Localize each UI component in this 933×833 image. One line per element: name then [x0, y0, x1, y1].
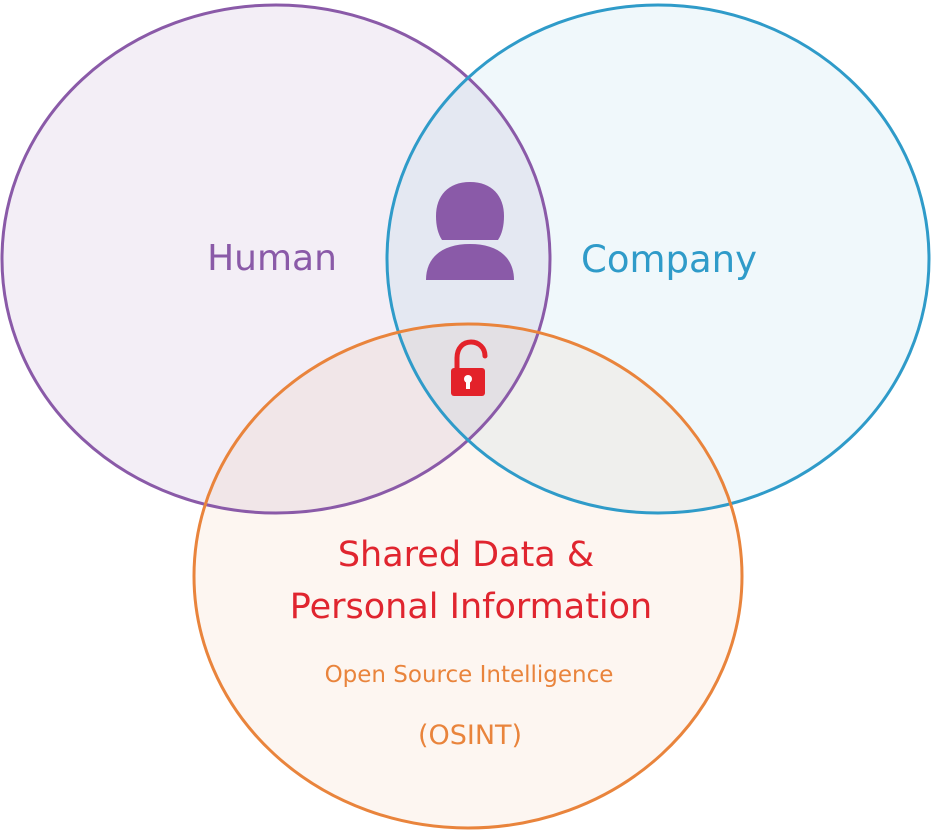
company-label: Company [581, 238, 757, 281]
human-circle [0, 3, 552, 515]
company-circle [385, 3, 931, 515]
shared-label-line2: Personal Information [290, 587, 653, 627]
human-label: Human [207, 238, 337, 279]
shared-label-line1: Shared Data & [338, 535, 594, 575]
human-circle-fill [2, 5, 550, 513]
osint-label: Open Source Intelligence [325, 662, 614, 688]
osint-circle [192, 322, 744, 830]
osint-circle-fill [194, 324, 742, 828]
osint-abbr: (OSINT) [418, 720, 522, 751]
company-circle-fill [387, 5, 929, 513]
unlocked-padlock-icon [451, 339, 488, 396]
person-icon [426, 182, 514, 280]
